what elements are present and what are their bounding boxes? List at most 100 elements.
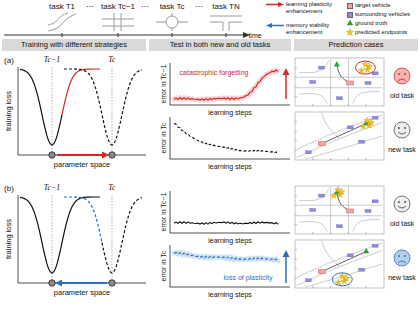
tick [312, 286, 313, 288]
panel-label: (b) [4, 185, 14, 193]
eye [404, 73, 406, 75]
axis-title: parameter space [54, 289, 110, 297]
eye [398, 255, 400, 257]
mouth [398, 132, 406, 134]
tick [295, 224, 297, 225]
lane-line [297, 115, 382, 150]
axis [18, 195, 146, 283]
axis [170, 117, 290, 159]
stability-arrow [60, 282, 107, 284]
surrounding-vehicle [372, 116, 378, 119]
lane-line [297, 215, 382, 216]
case-label: new task [388, 146, 416, 153]
eye [404, 127, 406, 129]
error-glow [174, 252, 278, 260]
mouth [398, 79, 406, 81]
axis-label: time [248, 32, 261, 39]
legend-arrowhead [278, 2, 284, 7]
time-tick [62, 33, 63, 37]
axis-title: training loss [5, 91, 13, 131]
tick [295, 259, 297, 260]
eye [404, 255, 406, 257]
mouth [398, 261, 406, 263]
road-icon [172, 13, 173, 16]
task-label: Tc [108, 184, 115, 192]
eye [398, 127, 400, 129]
prediction-scene [295, 240, 384, 288]
surrounding-vehicle [359, 140, 365, 143]
old-task-loss [20, 69, 62, 145]
road-icon [156, 22, 166, 23]
legend-arrow [266, 4, 279, 6]
surrounding-vehicle [305, 151, 311, 154]
legend-label: learning plasticity enhancement [286, 1, 346, 15]
surrounding-vehicle [372, 200, 378, 203]
parameter-point [49, 280, 55, 286]
target-vehicle [318, 142, 325, 146]
lane-line [306, 264, 383, 287]
lane-line [299, 222, 327, 232]
tick [295, 86, 297, 87]
trend-arrow [285, 257, 287, 283]
prediction-scene [295, 58, 384, 106]
target-vehicle [318, 270, 325, 274]
axis-title: parameter space [54, 161, 110, 169]
ground-truth [363, 248, 369, 253]
axis [18, 67, 146, 155]
surrounding-vehicle [337, 225, 343, 228]
tick [366, 104, 367, 106]
time-tick [226, 33, 227, 37]
tick [366, 158, 367, 160]
new-task-error [174, 123, 278, 153]
optimum-guide [112, 195, 113, 283]
road-icon [229, 22, 230, 31]
lane-line [299, 188, 328, 200]
trend-arrow [285, 75, 287, 99]
legend-label: ground truth [355, 20, 387, 27]
timeline [4, 13, 250, 38]
error-plots [170, 63, 290, 159]
new-task-loss [64, 69, 142, 145]
task-label: Tc−1 [44, 184, 61, 192]
surrounding-vehicle [310, 81, 316, 84]
band-title: Prediction cases [328, 41, 383, 49]
legend-star [346, 28, 354, 35]
axis-title: learning steps [208, 291, 252, 298]
predicted-endpoint [366, 63, 373, 69]
legend-arrowhead [266, 23, 272, 28]
road-icon [102, 26, 134, 27]
loss-plot [18, 67, 146, 159]
header-band: Prediction cases [294, 39, 418, 51]
surrounding-vehicle [310, 209, 316, 212]
plasticity-arrow [57, 154, 104, 156]
tick [295, 96, 297, 97]
trend-arrowhead [283, 250, 290, 257]
predicted-endpoint [338, 188, 345, 194]
ellipsis: ⋯ [141, 3, 149, 11]
tick [295, 249, 297, 250]
axis-title: training loss [5, 219, 13, 259]
tick [366, 232, 367, 234]
lane-line [322, 241, 340, 266]
scene-frame [295, 58, 384, 106]
face [394, 196, 410, 212]
predicted-endpoint [330, 192, 337, 198]
road-icon [102, 19, 134, 20]
header-band: Training with different strategies [2, 39, 146, 51]
lane-line [297, 77, 382, 78]
tick [295, 150, 297, 151]
road-icon [178, 22, 188, 23]
tick [348, 158, 349, 160]
road-icon [172, 28, 173, 31]
error-highlight [355, 61, 375, 74]
axis-title: learning steps [208, 109, 252, 116]
tick [295, 77, 297, 78]
eye [398, 201, 400, 203]
legend-label: surrounding vehicles [355, 11, 410, 18]
axis-title: error in Tc−1 [160, 193, 167, 232]
legend-label: target vehicle [355, 2, 391, 9]
surrounding-vehicle [319, 66, 325, 69]
road-icon [166, 16, 178, 28]
tick [295, 205, 297, 206]
time-tick [118, 33, 119, 37]
